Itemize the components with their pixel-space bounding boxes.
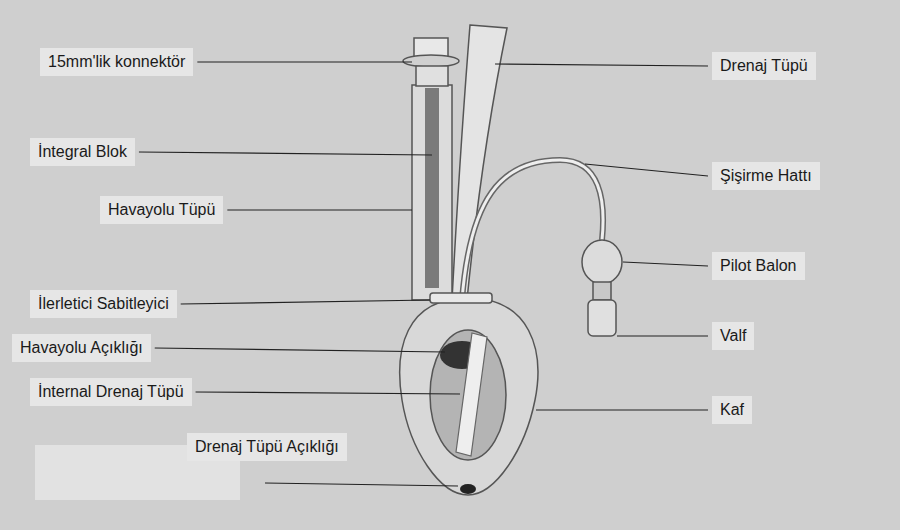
drain-tube [452, 25, 507, 300]
leader-line [139, 152, 432, 155]
leader-line [265, 483, 458, 486]
leader-line [623, 262, 708, 266]
internal-drain-tube [456, 333, 487, 456]
leader-line [617, 335, 708, 336]
leader-line [536, 409, 708, 410]
part-label: Drenaj Tüpü [712, 52, 816, 80]
leader-line [196, 392, 460, 394]
part-label: Şişirme Hattı [712, 162, 820, 190]
inflation-line-core [462, 160, 603, 300]
connector-base [416, 66, 448, 86]
inflation-line [462, 160, 603, 300]
part-label: Havayolu Açıklığı [12, 334, 151, 362]
part-label: İlerletici Sabitleyici [30, 290, 177, 318]
part-label: 15mm'lik konnektör [40, 48, 193, 76]
pilot-balloon [582, 240, 622, 284]
balloon-neck [593, 282, 611, 300]
valve [588, 300, 616, 336]
leader-line [495, 64, 708, 66]
cuff [400, 298, 538, 495]
drain-opening [460, 484, 476, 494]
integral-block [425, 88, 439, 288]
airway-tube [412, 85, 452, 300]
introducer-strap [430, 293, 492, 303]
leader-line [197, 61, 412, 62]
part-label: Kaf [712, 396, 752, 424]
leader-line [155, 348, 445, 352]
connector-flange [403, 55, 459, 67]
leader-line [181, 300, 430, 304]
part-label: İnternal Drenaj Tüpü [30, 378, 192, 406]
leader-line [585, 164, 708, 176]
part-label: İntegral Blok [30, 138, 135, 166]
part-label: Valf [712, 322, 754, 350]
cuff-bowl [430, 330, 506, 460]
leader-line [227, 209, 412, 210]
part-label: Drenaj Tüpü Açıklığı [187, 433, 347, 461]
part-label: Havayolu Tüpü [100, 196, 223, 224]
part-label: Pilot Balon [712, 252, 805, 280]
